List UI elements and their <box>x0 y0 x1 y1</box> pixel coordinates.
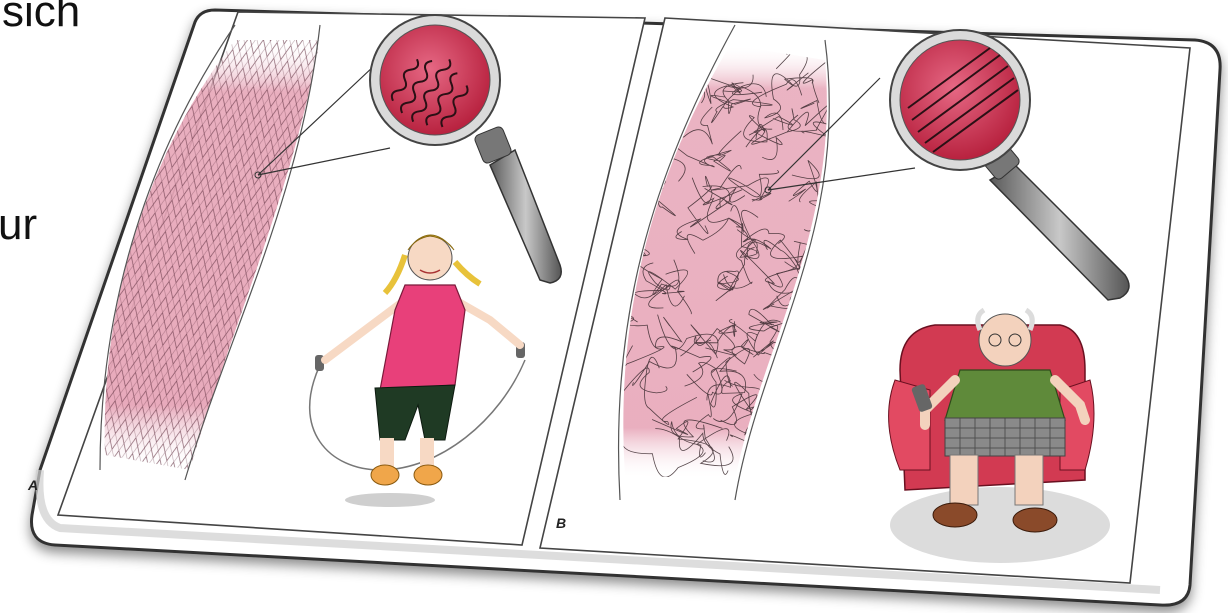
panel-b-label: B <box>556 515 566 531</box>
old-man-in-armchair <box>889 310 1110 563</box>
panel-a-label: A <box>27 477 38 493</box>
